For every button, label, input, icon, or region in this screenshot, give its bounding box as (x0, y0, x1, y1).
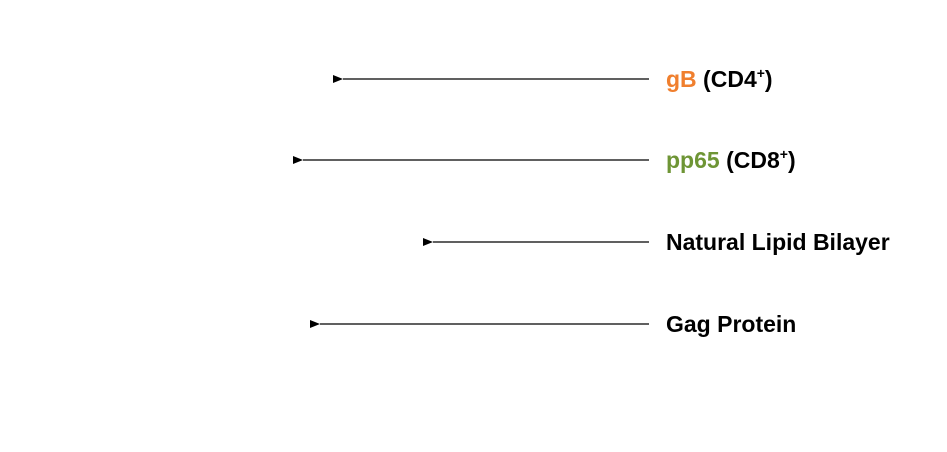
label-pp65: pp65 (CD8+) (666, 146, 796, 173)
label-lipid-bilayer: Natural Lipid Bilayer (666, 229, 890, 255)
label-pp65-tag: pp65 (666, 147, 720, 173)
label-pp65-sup: + (779, 146, 788, 162)
label-gag-protein: Gag Protein (666, 311, 797, 337)
label-gb: gB (CD4+) (666, 65, 773, 92)
label-gb-suffix-close: ) (764, 66, 773, 92)
label-gb-sup: + (756, 65, 765, 81)
label-pp65-suffix-close: ) (787, 147, 796, 173)
label-gb-suffix-open: (CD4 (696, 66, 757, 92)
label-pp65-suffix-open: (CD8 (719, 147, 780, 173)
label-gb-tag: gB (666, 66, 697, 92)
